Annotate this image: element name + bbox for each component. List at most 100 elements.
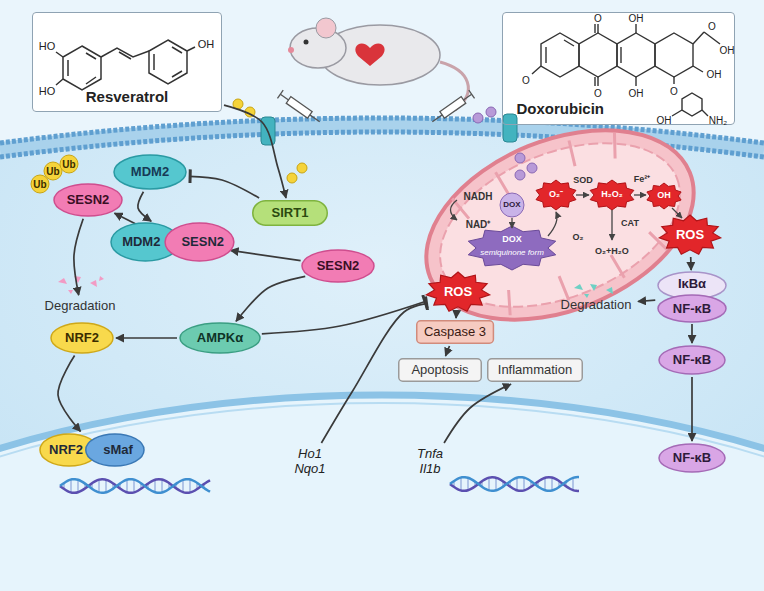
activation-arrow xyxy=(691,377,693,441)
activation-arrow xyxy=(116,337,177,339)
node-label: Degradation xyxy=(45,299,116,314)
activation-arrow xyxy=(691,324,693,343)
node-label: SESN2 xyxy=(317,259,360,274)
node-label: ROS xyxy=(444,285,472,300)
text-node: Degradation xyxy=(40,297,120,315)
protein-complex: MDM2SESN2 xyxy=(111,222,234,262)
chemical-group: O xyxy=(522,75,530,86)
mito-species: Fe²⁺ xyxy=(634,175,651,185)
process-box: Apoptosis xyxy=(398,358,482,382)
activation-arrow xyxy=(444,384,511,443)
protein-node: NRF2 xyxy=(50,322,114,354)
ros-burst: ROS xyxy=(659,215,721,255)
process-box: Inflammation xyxy=(487,358,583,382)
doxorubicin-dot xyxy=(473,107,537,180)
activation-arrow xyxy=(138,192,151,222)
chemical-group: OH xyxy=(629,13,644,24)
mouse xyxy=(288,18,468,110)
mito-species: O₂+H₂O xyxy=(595,247,629,257)
nuclear-envelope xyxy=(0,403,764,591)
node-label: IκBα xyxy=(657,272,727,297)
protein-node: AMPKα xyxy=(179,322,261,354)
inhibition-line xyxy=(189,176,259,198)
activation-arrow xyxy=(638,300,655,301)
node-label: Resveratrol xyxy=(86,88,169,105)
node-label: NF-κB xyxy=(673,353,711,368)
mito-species: O₂⁻ xyxy=(549,190,563,200)
ros-burst: ROS xyxy=(426,272,490,312)
node-label: Caspase 3 xyxy=(424,325,486,340)
activation-arrow xyxy=(231,250,301,260)
chemical-group: OH xyxy=(707,69,722,80)
ubiquitin-label: Ub xyxy=(46,166,59,177)
node-label: SESN2 xyxy=(172,222,233,262)
chemical-group: O xyxy=(708,21,716,32)
dox-molecule xyxy=(500,193,524,217)
mito-species: SOD xyxy=(573,176,593,186)
process-box: Caspase 3 xyxy=(416,320,494,344)
inhibition-line xyxy=(262,301,426,334)
chemical-group: OH xyxy=(657,115,672,126)
node-label: Inflammation xyxy=(498,363,572,378)
node-label: ROS xyxy=(676,228,704,243)
text-node: Degradation xyxy=(556,296,636,314)
node-label: Degradation xyxy=(561,298,632,313)
mito-species: semiquinone form xyxy=(480,249,544,258)
node-label: Ho1 Nqo1 xyxy=(292,447,328,477)
protein-node: SIRT1 xyxy=(252,200,328,226)
activation-arrow xyxy=(58,356,81,432)
channel xyxy=(503,114,517,142)
node-label: Doxorubicin xyxy=(517,100,605,117)
node-label: NRF2 xyxy=(65,331,99,346)
chemical-group: NH₂ xyxy=(709,115,727,126)
debris xyxy=(58,276,104,294)
node-label: MDM2 xyxy=(131,165,169,180)
node-label: SIRT1 xyxy=(272,206,309,221)
radical-star xyxy=(468,226,555,270)
node-label: Apoptosis xyxy=(411,363,468,378)
chemical-group: O xyxy=(594,88,602,99)
drug-panel: Resveratrol xyxy=(32,12,222,112)
activation-arrow xyxy=(690,257,692,270)
activation-arrow xyxy=(236,276,305,321)
drug-panel: Doxorubicin xyxy=(502,12,735,125)
node-label: NRF2 xyxy=(40,433,92,467)
chemical-group: OH xyxy=(629,88,644,99)
panel-ground xyxy=(32,12,222,112)
chemical-group: HO xyxy=(39,85,56,97)
activation-arrow xyxy=(74,219,83,295)
node-label: sMaf xyxy=(92,433,144,467)
protein-node: NF-κB xyxy=(658,345,726,375)
ubiquitin-label: Ub xyxy=(62,159,75,170)
reaction-arrow xyxy=(451,195,683,240)
radical-star xyxy=(536,180,576,210)
resveratrol-structure xyxy=(56,40,195,90)
node-label: AMPKα xyxy=(197,331,243,346)
protein-node: NF-κB xyxy=(658,443,726,473)
node-label: SESN2 xyxy=(67,193,110,208)
mito-species: DOX xyxy=(503,201,520,210)
mito-species: OH xyxy=(657,191,671,201)
chemical-group: OH xyxy=(198,38,215,50)
activation-arrow xyxy=(455,314,457,318)
nucleus xyxy=(0,395,764,591)
mito-species: DOX xyxy=(502,235,522,245)
protein-node: MDM2 xyxy=(113,154,187,190)
radical-star xyxy=(647,183,681,209)
panel-ground xyxy=(502,12,735,125)
protein-node: SESN2 xyxy=(53,183,123,217)
mito-species: NAD⁺ xyxy=(466,219,491,230)
protein-complex: NRF2sMaf xyxy=(40,433,144,467)
chemical-group: O xyxy=(594,13,602,24)
mito-species: NADH xyxy=(464,191,493,202)
radical-star xyxy=(590,180,634,210)
chemical-group: OH xyxy=(720,45,735,56)
text-node: Ho1 Nqo1 xyxy=(290,445,330,479)
mito-species: H₂O₂ xyxy=(601,190,623,200)
node-label: NF-κB xyxy=(657,297,727,322)
protein-node: SESN2 xyxy=(301,249,375,283)
mito-species: CAT xyxy=(621,219,639,229)
syringe xyxy=(277,90,474,126)
dna xyxy=(60,477,579,493)
node-label: NF-κB xyxy=(673,451,711,466)
